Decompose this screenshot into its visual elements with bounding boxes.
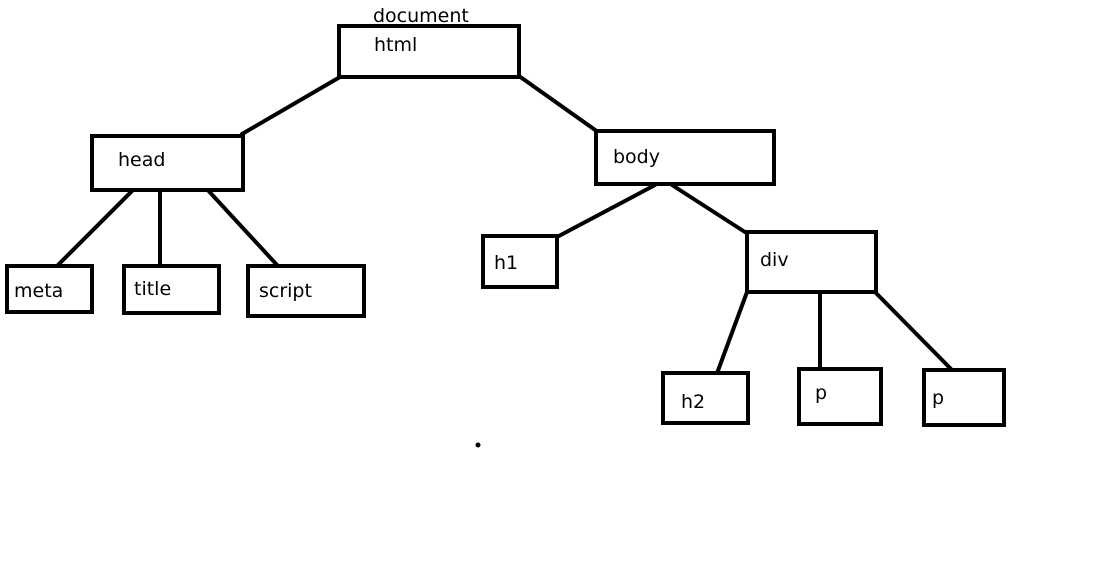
node-h1	[481, 234, 559, 289]
node-p-1-label: p	[815, 382, 828, 404]
stray-dot	[475, 442, 481, 448]
node-h2-label: h2	[681, 391, 706, 413]
node-body	[594, 129, 776, 186]
edge-head-script	[203, 185, 279, 267]
node-title	[122, 264, 221, 315]
node-h1-label: h1	[494, 252, 519, 274]
edge-head-meta	[56, 188, 135, 267]
node-body-label: body	[613, 146, 660, 168]
node-title-label: title	[134, 278, 172, 300]
edge-html-body	[517, 74, 600, 134]
edge-div-p2	[873, 290, 953, 371]
node-p-1	[797, 367, 883, 426]
node-head	[90, 134, 245, 192]
node-meta-label: meta	[14, 280, 64, 302]
node-html-label: html	[374, 34, 418, 56]
node-script-label: script	[259, 280, 312, 302]
node-p-2-label: p	[932, 387, 945, 409]
node-script	[246, 264, 366, 318]
node-h2	[661, 371, 750, 425]
node-div-label: div	[760, 249, 789, 271]
document-label: document	[373, 5, 469, 27]
node-meta	[5, 264, 94, 314]
node-head-label: head	[118, 149, 166, 171]
node-div	[745, 230, 878, 294]
node-html	[337, 24, 521, 79]
edge-div-h2	[714, 290, 749, 378]
edge-body-h1	[555, 183, 657, 239]
edge-html-head	[240, 75, 342, 136]
edge-body-div	[670, 183, 750, 236]
node-p-2	[922, 368, 1006, 427]
